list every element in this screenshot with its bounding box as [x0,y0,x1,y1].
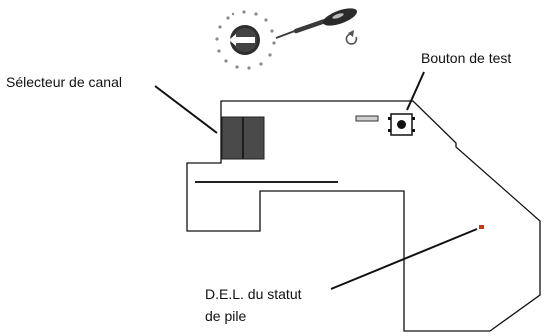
battery-led [479,225,484,229]
test-button-label: Bouton de test [421,50,512,66]
channel-selector-label: Sélecteur de canal [6,74,122,90]
callout-line-led [330,228,478,290]
battery-led-label-line1: D.E.L. du statut [205,286,302,302]
rotate-arrow-icon [345,30,358,45]
circuit-board-outline [186,100,541,332]
rotary-dial-icon [215,10,276,70]
channel-selector-switch [221,116,265,160]
battery-led-label-line2: de pile [205,308,247,324]
callout-line-test-button [406,71,425,111]
callout-line-selector [154,85,218,134]
screwdriver-icon [275,8,358,39]
test-button-component [388,113,415,136]
component-resistor [355,115,379,122]
